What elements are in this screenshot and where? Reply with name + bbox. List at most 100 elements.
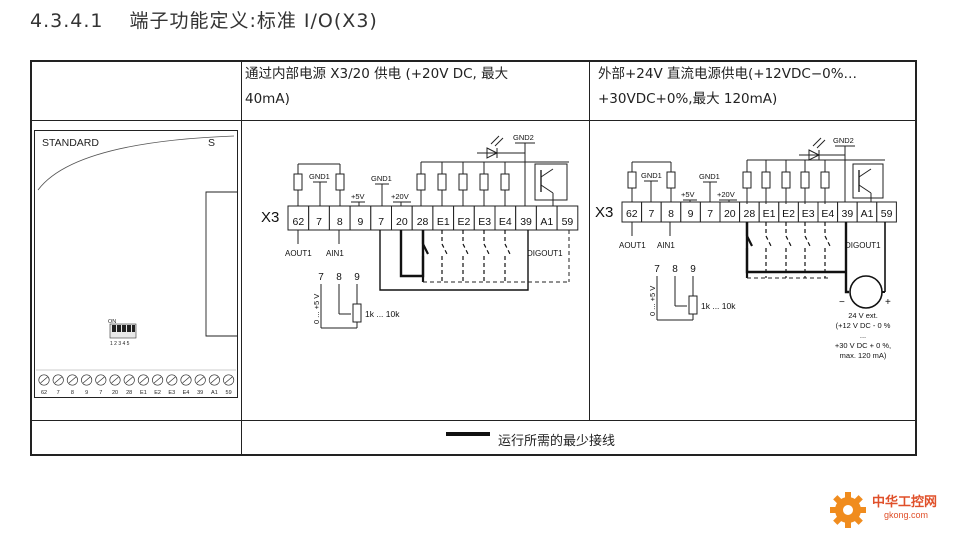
panel-terminal-label: 62 xyxy=(41,390,47,396)
terminal-label: A1 xyxy=(861,208,874,220)
terminal-label: E4 xyxy=(499,216,512,228)
section-heading: 4.3.4.1 端子功能定义:标准 I/O(X3) xyxy=(30,6,378,33)
table-divider xyxy=(241,60,242,456)
terminal-label: 7 xyxy=(378,216,384,228)
terminal-label: 20 xyxy=(724,208,736,220)
digout1-label-ext: DIGOUT1 xyxy=(845,241,881,250)
panel-terminal-label: E3 xyxy=(168,390,175,396)
pot-terminal-label: 7 xyxy=(654,264,660,275)
terminal-label: 9 xyxy=(688,208,694,220)
screw-slot xyxy=(82,376,91,384)
terminal-label: 28 xyxy=(744,208,756,220)
input-switch xyxy=(785,235,792,247)
plus20v-label-ext: +20V xyxy=(717,190,735,199)
screw-slot xyxy=(68,376,77,384)
input-switch xyxy=(441,243,448,255)
watermark-name: 中华工控网 xyxy=(872,494,937,509)
terminal-label: 39 xyxy=(842,208,854,220)
gnd2-label: GND2 xyxy=(513,133,534,142)
pot-terminal-label: 8 xyxy=(672,264,678,275)
potentiometer xyxy=(688,295,698,315)
terminal-label: 62 xyxy=(626,208,638,220)
screw-slot xyxy=(153,376,162,384)
external-supply-header: 外部+24V 直流电源供电(+12VDC−0%… +30VDC+0%,最大 12… xyxy=(598,62,914,112)
digout1-label: DIGOUT1 xyxy=(527,249,563,258)
input-resistor xyxy=(761,171,771,189)
panel-terminal-label: 9 xyxy=(85,390,88,396)
minus-sign: − xyxy=(839,297,845,308)
terminal-label: 62 xyxy=(293,216,305,228)
screw-slot xyxy=(182,376,190,384)
ext-supply-label-line: max. 120 mA) xyxy=(840,351,887,360)
screw-slot xyxy=(54,376,62,384)
input-resistor xyxy=(500,173,510,191)
terminal-label: E2 xyxy=(782,208,795,220)
input-resistor xyxy=(820,171,830,189)
dip-on-label: ON xyxy=(108,319,116,325)
gnd1-label-b: GND1 xyxy=(371,174,392,183)
plus-sign: + xyxy=(885,297,891,308)
legend-text: 运行所需的最少接线 xyxy=(498,434,616,449)
dip-switch[interactable] xyxy=(109,323,137,339)
pot-terminal-label: 9 xyxy=(354,272,360,283)
gnd1-label-d: GND1 xyxy=(699,172,720,181)
panel-terminal-label: 7 xyxy=(57,390,60,396)
panel-terminal-label: 8 xyxy=(71,390,74,396)
input-switch xyxy=(804,235,811,247)
input-switch xyxy=(422,243,429,255)
external-supply-source xyxy=(849,275,883,309)
section-title: 端子功能定义:标准 I/O(X3) xyxy=(129,10,378,32)
potentiometer xyxy=(352,303,362,323)
terminal-label: 28 xyxy=(417,216,429,228)
pot-terminal-label: 8 xyxy=(336,272,342,283)
screw-slot xyxy=(168,376,176,384)
gear-icon xyxy=(830,492,866,528)
ain1-label: AIN1 xyxy=(326,249,344,258)
ext-supply-label-line: ... xyxy=(860,331,866,340)
terminal-label: E1 xyxy=(763,208,776,220)
aout1-label: AOUT1 xyxy=(285,249,312,258)
panel-terminal-label: 20 xyxy=(112,390,118,396)
ain1-label-ext: AIN1 xyxy=(657,241,675,250)
terminal-label: 59 xyxy=(562,216,574,228)
input-resistor xyxy=(437,173,447,191)
screw-slot xyxy=(196,376,204,384)
legend-line xyxy=(446,432,490,436)
table-divider xyxy=(589,60,590,420)
internal-supply-header: 通过内部电源 X3/20 供电 (+20V DC, 最大 40mA) xyxy=(245,62,585,112)
panel-terminal-label: 59 xyxy=(226,390,232,396)
table-divider xyxy=(30,120,917,121)
aout1-label-ext: AOUT1 xyxy=(619,241,646,250)
terminal-label: E4 xyxy=(821,208,834,220)
panel-terminal-label: 28 xyxy=(126,390,132,396)
screw-slot xyxy=(40,376,48,384)
dip-numbers: 1 2 3 4 5 xyxy=(110,341,130,347)
device-s-label: S xyxy=(208,137,215,149)
terminal-label: E3 xyxy=(802,208,815,220)
terminal-label: 59 xyxy=(881,208,893,220)
terminal-label: 39 xyxy=(520,216,532,228)
pot-value-label: 1k ... 10k xyxy=(701,301,736,311)
watermark-domain: gkong.com xyxy=(884,510,928,520)
terminal-label: 9 xyxy=(358,216,364,228)
screw-slot xyxy=(139,376,148,384)
screw-slot xyxy=(125,376,133,384)
input-resistor xyxy=(458,173,468,191)
input-switch xyxy=(746,235,753,247)
terminal-label: E3 xyxy=(478,216,491,228)
pot-range-label: 0 ... +5 V xyxy=(648,286,657,316)
ext-supply-label-line: 24 V ext. xyxy=(848,311,878,320)
input-resistor xyxy=(742,171,752,189)
ext-supply-label-line: +30 V DC + 0 %, xyxy=(835,341,891,350)
panel-terminal-label: 7 xyxy=(99,390,102,396)
input-switch xyxy=(765,235,772,247)
screw-slot xyxy=(97,376,105,384)
plus20v-label: +20V xyxy=(391,192,409,201)
screw-slot xyxy=(111,376,119,384)
plus5v-label-ext: +5V xyxy=(681,190,695,199)
x3-label-internal: X3 xyxy=(261,209,279,226)
input-resistor xyxy=(479,173,489,191)
section-number: 4.3.4.1 xyxy=(30,10,104,32)
